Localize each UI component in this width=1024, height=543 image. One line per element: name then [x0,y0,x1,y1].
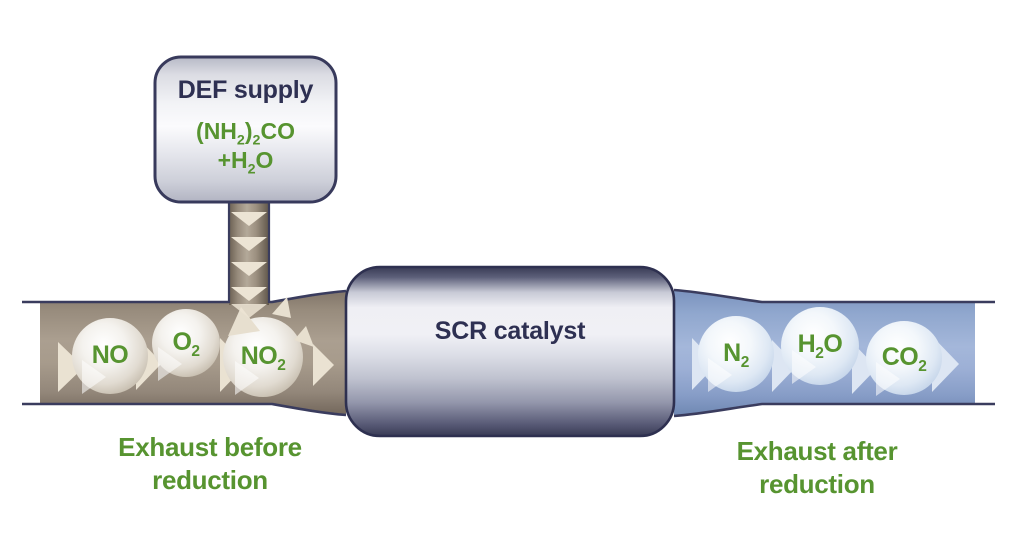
caption-exhaust-after: Exhaust after reduction [736,436,898,500]
molecule-label-n2: N2 [723,339,749,371]
pipe-wall-top-right [673,288,995,304]
injector-pipe [227,200,271,318]
mini-arrow [876,362,900,396]
mini-arrow [792,350,816,384]
molecule-label-o2: O2 [172,328,200,360]
molecule-label-no2: NO2 [240,342,286,374]
molecule-label-h2o: H2O [797,330,843,362]
down-arrow [231,304,267,318]
scr-catalyst-label: SCR catalyst [434,317,586,345]
injector-flow-arrows [231,212,267,318]
def-tank-title: DEF supply [177,76,314,104]
mini-arrow [708,358,732,392]
molecule-label-no: NO [91,341,129,369]
flow-arrow [772,340,797,392]
spray-arrow [228,307,260,336]
flow-arrow [58,342,84,392]
def-formula-line1: (NH2)2CO [196,118,295,149]
pipe-wall-bottom-left [22,402,347,417]
pipe-wall-bottom-right [673,402,995,418]
def-formula-line2: +H2O [217,147,274,178]
caption-exhaust-before: Exhaust before reduction [118,432,302,496]
flow-arrow [852,342,877,394]
mini-arrow [158,347,182,381]
down-arrow [231,262,267,276]
flow-arrow [313,344,334,386]
scr-catalyst-body [344,265,676,438]
spray-arrow [294,326,314,347]
down-arrow [231,212,267,226]
down-arrow [231,237,267,251]
def-tank-body [153,55,338,204]
mini-arrow [235,361,259,395]
mini-arrow [82,360,106,394]
def-spray-arrows [228,297,314,347]
pipe-wall-top-left [22,289,347,304]
down-arrow [231,287,267,301]
spray-arrow [272,297,291,318]
bubble-overlay-arrows [82,347,900,396]
molecule-label-co2: CO2 [881,343,927,375]
